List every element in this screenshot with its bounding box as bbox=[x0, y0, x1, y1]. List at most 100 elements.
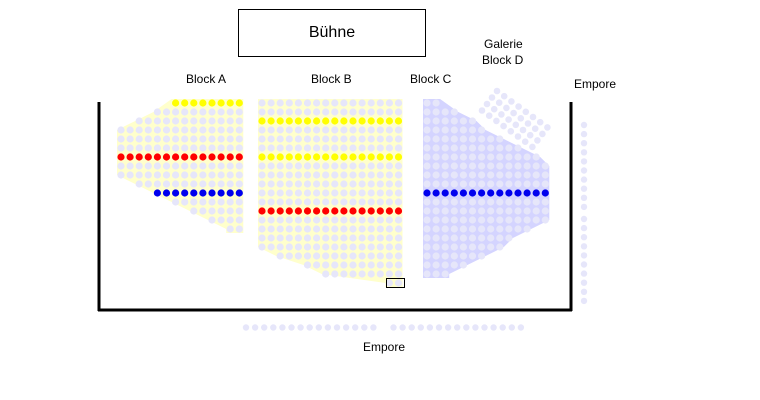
block-b-seat[interactable] bbox=[294, 162, 302, 170]
block-b-seat[interactable] bbox=[285, 252, 293, 260]
block-c-seat[interactable] bbox=[523, 216, 531, 224]
block-d-seat[interactable] bbox=[488, 94, 496, 101]
empore-bottom-seat[interactable] bbox=[481, 324, 488, 331]
block-b-seat[interactable] bbox=[267, 198, 275, 206]
block-c-seat[interactable] bbox=[468, 171, 477, 179]
block-c-seat[interactable] bbox=[441, 135, 449, 143]
block-a-seat[interactable] bbox=[217, 135, 225, 143]
block-c-seat[interactable] bbox=[432, 225, 440, 233]
block-b-seat[interactable] bbox=[376, 135, 384, 143]
block-b-seat[interactable] bbox=[358, 135, 366, 143]
block-c-seat[interactable] bbox=[514, 225, 522, 233]
block-b-seat[interactable] bbox=[340, 189, 348, 197]
block-b-seat[interactable] bbox=[349, 198, 357, 206]
block-d-seat[interactable] bbox=[493, 87, 501, 95]
block-b-seat[interactable] bbox=[294, 126, 302, 134]
block-b-seat[interactable] bbox=[322, 126, 330, 134]
block-b-seat[interactable] bbox=[267, 135, 275, 143]
block-b-seat[interactable] bbox=[394, 135, 403, 143]
block-a-seat[interactable] bbox=[235, 189, 243, 197]
block-a-seat[interactable] bbox=[190, 180, 198, 188]
block-b-seat[interactable] bbox=[358, 180, 366, 188]
block-b-seat[interactable] bbox=[267, 117, 275, 125]
block-b-seat[interactable] bbox=[358, 117, 366, 125]
block-b-seat[interactable] bbox=[285, 198, 293, 206]
block-b-seat[interactable] bbox=[358, 189, 366, 197]
block-b-seat[interactable] bbox=[303, 108, 312, 116]
block-b-seat[interactable] bbox=[376, 216, 384, 224]
block-a-seat[interactable] bbox=[208, 216, 216, 224]
block-b-seat[interactable] bbox=[258, 171, 266, 179]
block-b-seat[interactable] bbox=[285, 144, 293, 152]
block-a-seat[interactable] bbox=[181, 180, 189, 188]
block-a-seat[interactable] bbox=[126, 153, 134, 161]
block-a-seat[interactable] bbox=[217, 153, 225, 161]
block-b-seat[interactable] bbox=[313, 117, 321, 125]
block-b-seat[interactable] bbox=[285, 99, 293, 107]
block-b-seat[interactable] bbox=[285, 108, 293, 116]
block-a-seat[interactable] bbox=[153, 108, 161, 116]
block-a-seat[interactable] bbox=[235, 216, 243, 224]
empore-bottom-seat[interactable] bbox=[251, 324, 259, 331]
block-b-seat[interactable] bbox=[322, 162, 330, 170]
empore-bottom-seat[interactable] bbox=[444, 324, 452, 331]
block-d-seat[interactable] bbox=[483, 100, 491, 108]
block-b-seat[interactable] bbox=[267, 99, 275, 107]
block-c-seat[interactable] bbox=[423, 171, 431, 179]
block-a-seat[interactable] bbox=[126, 126, 134, 134]
block-c-seat[interactable] bbox=[505, 189, 513, 197]
block-b-seat[interactable] bbox=[331, 108, 339, 116]
empore-bottom-seat[interactable] bbox=[342, 324, 350, 331]
block-b-seat[interactable] bbox=[267, 243, 275, 251]
block-b-seat[interactable] bbox=[367, 135, 375, 143]
block-b-seat[interactable] bbox=[258, 144, 266, 152]
block-a-seat[interactable] bbox=[190, 108, 198, 116]
block-b-seat[interactable] bbox=[276, 180, 284, 188]
block-c-seat[interactable] bbox=[487, 180, 495, 188]
block-c-seat[interactable] bbox=[523, 171, 531, 179]
block-b-seat[interactable] bbox=[294, 153, 302, 161]
block-c-seat[interactable] bbox=[423, 216, 431, 224]
block-b-seat[interactable] bbox=[394, 189, 403, 197]
block-a-seat[interactable] bbox=[153, 144, 161, 152]
block-c-seat[interactable] bbox=[523, 207, 531, 215]
block-c-seat[interactable] bbox=[532, 171, 540, 179]
empore-bottom-seat[interactable] bbox=[472, 324, 479, 331]
block-c-seat[interactable] bbox=[468, 216, 477, 224]
block-c-seat[interactable] bbox=[459, 243, 467, 251]
block-b-seat[interactable] bbox=[367, 144, 375, 152]
empore-right-seat[interactable] bbox=[580, 130, 588, 138]
block-c-seat[interactable] bbox=[487, 243, 495, 251]
block-c-seat[interactable] bbox=[532, 153, 540, 161]
block-c-seat[interactable] bbox=[432, 243, 440, 251]
block-b-seat[interactable] bbox=[367, 162, 375, 170]
block-a-seat[interactable] bbox=[144, 144, 152, 152]
block-a-seat[interactable] bbox=[162, 135, 171, 143]
block-c-seat[interactable] bbox=[441, 225, 449, 233]
block-b-seat[interactable] bbox=[258, 126, 266, 134]
block-b-seat[interactable] bbox=[285, 153, 293, 161]
block-a-seat[interactable] bbox=[181, 189, 189, 197]
block-a-seat[interactable] bbox=[226, 117, 234, 125]
block-b-seat[interactable] bbox=[294, 225, 302, 233]
empore-right-seat[interactable] bbox=[580, 252, 588, 259]
block-a-seat[interactable] bbox=[235, 162, 243, 170]
block-b-seat[interactable] bbox=[349, 135, 357, 143]
block-b-seat[interactable] bbox=[376, 252, 384, 260]
block-b-seat[interactable] bbox=[385, 180, 393, 188]
block-b-seat[interactable] bbox=[331, 243, 339, 251]
block-b-seat[interactable] bbox=[313, 171, 321, 179]
block-b-seat[interactable] bbox=[322, 171, 330, 179]
block-d-seat[interactable] bbox=[507, 128, 515, 135]
block-b-seat[interactable] bbox=[367, 180, 375, 188]
block-c-seat[interactable] bbox=[514, 180, 522, 188]
block-c-seat[interactable] bbox=[432, 117, 440, 125]
block-c-seat[interactable] bbox=[432, 135, 440, 143]
block-b-seat[interactable] bbox=[276, 99, 284, 107]
block-b-seat[interactable] bbox=[267, 225, 275, 233]
block-b-seat[interactable] bbox=[322, 135, 330, 143]
block-a-seat[interactable] bbox=[153, 162, 161, 170]
block-d-seat[interactable] bbox=[521, 138, 529, 145]
block-c-seat[interactable] bbox=[541, 162, 549, 170]
block-c-seat[interactable] bbox=[441, 198, 449, 206]
